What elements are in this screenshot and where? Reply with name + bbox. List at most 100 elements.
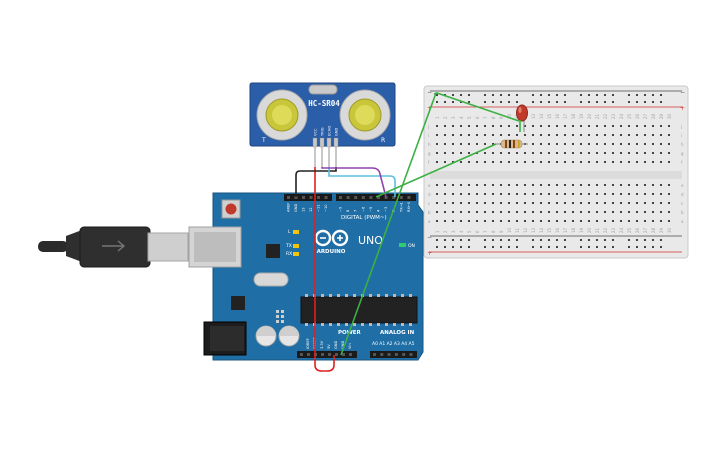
rail-hole	[484, 94, 486, 96]
column-number: 28	[651, 113, 656, 119]
terminal-hole	[612, 134, 614, 136]
arduino-uno[interactable]: L TX RX ON ARDUINO UNO DIGITAL (PWM~) PO…	[188, 192, 424, 361]
wire-gnd-to-gnd[interactable]	[295, 167, 337, 197]
reset-button[interactable]	[225, 203, 237, 215]
terminal-hole	[644, 125, 646, 127]
chip-leg	[337, 294, 340, 297]
column-number: 2	[443, 230, 448, 233]
terminal-hole	[668, 220, 670, 222]
row-letter: j	[427, 124, 429, 129]
l-label: L	[288, 229, 291, 235]
terminal-hole	[668, 211, 670, 213]
column-number: 6	[475, 230, 480, 233]
rail-hole	[540, 101, 542, 103]
receiver-mark: R	[381, 137, 385, 144]
terminal-hole	[468, 193, 470, 195]
terminal-hole	[644, 143, 646, 145]
column-number: 20	[587, 227, 592, 233]
terminal-hole	[564, 202, 566, 204]
sensor-pin-trig[interactable]	[319, 137, 325, 148]
rail-hole	[532, 239, 534, 241]
terminal-hole	[596, 134, 598, 136]
terminal-hole	[652, 143, 654, 145]
digital-pin-label: ~5	[369, 207, 373, 212]
terminal-hole	[452, 193, 454, 195]
rail-hole	[652, 94, 654, 96]
terminal-hole	[604, 161, 606, 163]
terminal-hole	[492, 193, 494, 195]
wire-echo-to-pin[interactable]	[328, 167, 396, 197]
column-number: 12	[523, 227, 528, 233]
wire-rail-to-led[interactable]	[433, 92, 520, 122]
digital-header-left[interactable]	[284, 194, 332, 201]
chip-leg	[409, 323, 412, 326]
terminal-hole	[508, 152, 510, 154]
terminal-hole	[484, 125, 486, 127]
rail-hole	[444, 239, 446, 241]
rail-hole	[556, 246, 558, 248]
wire-vcc-to-5v[interactable]	[314, 167, 335, 372]
header-hole	[377, 196, 380, 199]
column-number: 3	[451, 230, 456, 233]
header-hole	[392, 196, 396, 199]
bottom-power-rail-holes	[436, 239, 662, 248]
terminal-hole	[596, 143, 598, 145]
terminal-hole	[500, 152, 502, 154]
arduino-brand-label: ARDUINO	[317, 249, 346, 255]
terminal-hole	[588, 193, 590, 195]
sensor-pin-echo[interactable]	[326, 137, 332, 148]
resistor[interactable]	[494, 139, 528, 149]
rail-hole	[444, 101, 446, 103]
rail-hole	[604, 101, 606, 103]
terminal-hole	[540, 193, 542, 195]
center-channel	[430, 171, 682, 179]
terminal-hole	[548, 211, 550, 213]
terminal-hole	[492, 143, 494, 145]
wire-led-signal[interactable]	[375, 143, 497, 198]
terminal-hole	[460, 220, 462, 222]
terminal-hole	[452, 134, 454, 136]
header-hole	[309, 196, 313, 199]
terminal-hole	[436, 143, 438, 145]
analog-pin-label: A2	[387, 341, 393, 347]
column-number: 13	[531, 113, 536, 119]
sensor-pin-gnd[interactable]	[333, 137, 339, 148]
chip-leg	[329, 323, 332, 326]
sensor-crystal	[308, 84, 338, 95]
terminal-hole	[596, 220, 598, 222]
capacitor-top	[256, 326, 276, 336]
terminal-hole	[436, 202, 438, 204]
power-header[interactable]	[297, 351, 357, 358]
terminal-hole	[460, 152, 462, 154]
sensor-pin-label: VCC	[314, 128, 318, 136]
row-letter: a	[428, 219, 431, 224]
column-number: 15	[547, 113, 552, 119]
terminal-hole	[524, 134, 526, 136]
transmitter-center	[272, 105, 292, 125]
wire-gnd-to-rail[interactable]	[340, 92, 437, 356]
header-hole	[346, 196, 350, 199]
header-hole	[380, 353, 384, 356]
chip-leg	[345, 294, 348, 297]
wire-trig-to-pin[interactable]	[321, 167, 387, 198]
usb-cable[interactable]	[38, 226, 189, 268]
rail-hole	[604, 246, 606, 248]
rail-hole	[564, 101, 566, 103]
terminal-strip-bottom	[436, 184, 670, 222]
terminal-hole	[540, 143, 542, 145]
rail-hole	[556, 239, 558, 241]
terminal-hole	[612, 193, 614, 195]
terminal-hole	[588, 152, 590, 154]
digital-header-right[interactable]	[336, 194, 416, 201]
terminal-hole	[644, 220, 646, 222]
header-hole	[335, 353, 338, 356]
terminal-hole	[444, 161, 446, 163]
analog-header[interactable]	[370, 351, 417, 358]
terminal-hole	[556, 134, 558, 136]
terminal-hole	[620, 184, 622, 186]
header-hole	[317, 196, 320, 199]
sensor-pin-vcc[interactable]	[312, 137, 318, 148]
terminal-hole	[580, 152, 582, 154]
terminal-hole	[468, 134, 470, 136]
